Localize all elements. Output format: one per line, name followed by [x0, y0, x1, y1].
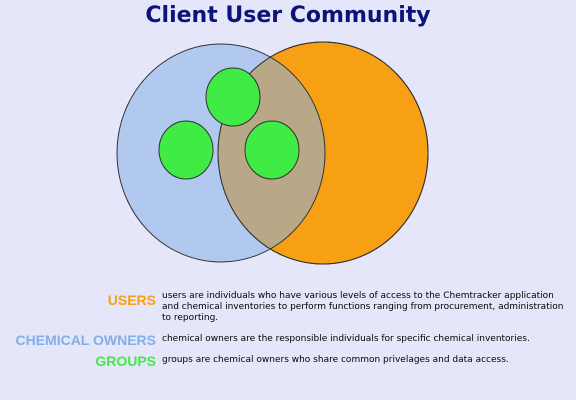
users-circle-outline	[217, 41, 429, 265]
users-description: users are individuals who have various l…	[162, 291, 564, 323]
page-title: Client User Community	[145, 3, 431, 28]
chemical-owners-term: CHEMICAL OWNERS	[15, 332, 156, 348]
groups-term: GROUPS	[95, 353, 156, 369]
users-term: USERS	[107, 292, 156, 308]
venn-diagram	[116, 41, 429, 265]
chemical-owners-description: chemical owners are the responsible indi…	[162, 334, 530, 344]
groups-description: groups are chemical owners who share com…	[162, 355, 509, 365]
legend-chemical-owners: CHEMICAL OWNERS chemical owners are the …	[0, 332, 576, 350]
legend-groups: GROUPS groups are chemical owners who sh…	[0, 353, 576, 371]
group-circle-top	[205, 67, 261, 127]
group-circle-left	[158, 120, 214, 180]
chemical-owners-circle	[116, 43, 326, 263]
group-circle-right	[244, 120, 300, 180]
legend-users: USERS users are individuals who have var…	[0, 291, 576, 331]
